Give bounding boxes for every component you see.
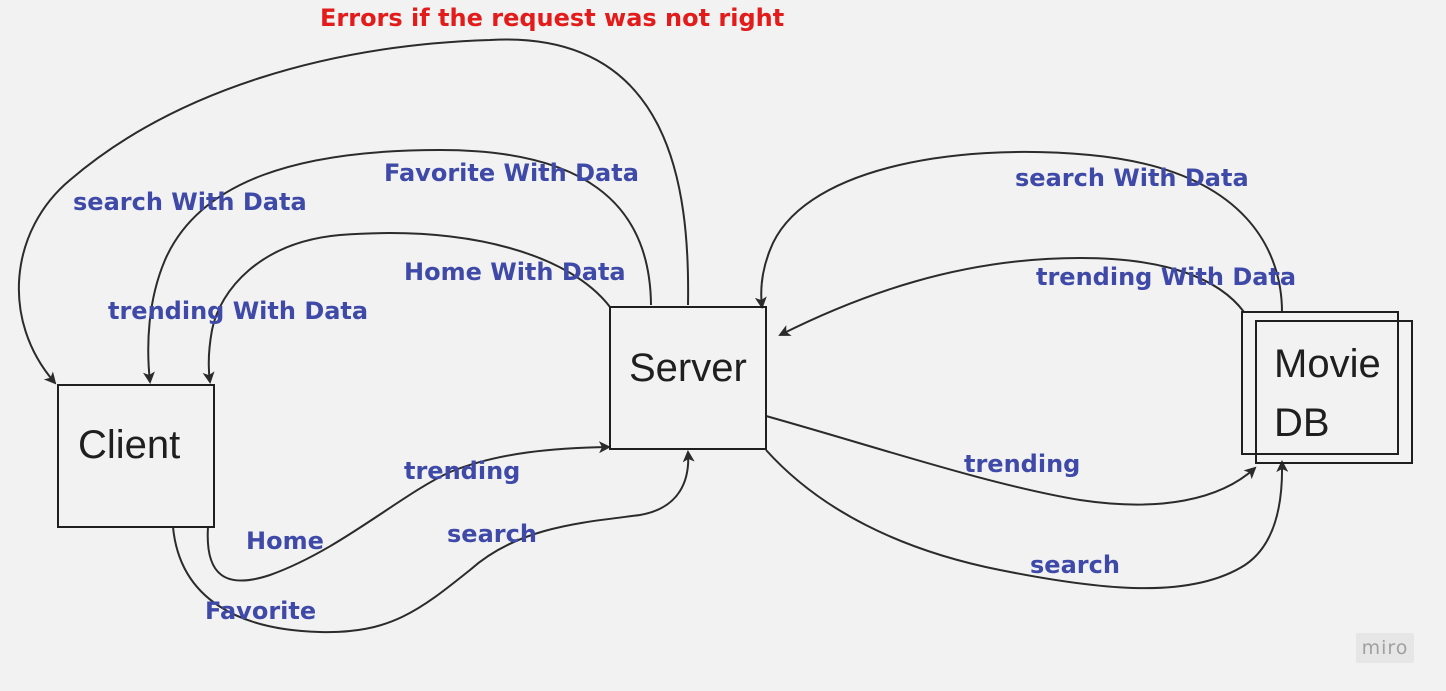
- server-node[interactable]: [609, 306, 767, 450]
- client-node[interactable]: [57, 384, 215, 528]
- client-label: Client: [78, 423, 180, 467]
- favorite-with-data-label: Favorite With Data: [384, 159, 639, 187]
- moviedb-label-line1: Movie: [1274, 342, 1381, 386]
- moviedb-node[interactable]: [1241, 311, 1413, 464]
- moviedb-node-outer-frame: [1255, 320, 1413, 464]
- edge-home: [206, 441, 611, 582]
- search-client-label: search: [447, 520, 537, 548]
- server-label: Server: [629, 346, 747, 390]
- edge-favorite: [172, 450, 695, 634]
- moviedb-node-inner-frame: [1241, 311, 1399, 455]
- miro-watermark: miro: [1356, 633, 1414, 663]
- trending-with-data-client-label: trending With Data: [108, 297, 368, 325]
- search-with-data-server-label: search With Data: [1015, 164, 1249, 192]
- trending-server-label: trending: [964, 450, 1080, 478]
- home-with-data-label: Home With Data: [404, 258, 626, 286]
- errors-label: Errors if the request was not right: [320, 4, 784, 32]
- edge-trending-server: [765, 415, 1257, 506]
- favorite-label: Favorite: [205, 597, 316, 625]
- edge-favorite-with-data: [142, 148, 652, 384]
- edge-search-server: [765, 449, 1289, 590]
- edge-errors: [17, 38, 690, 385]
- edge-home-with-data: [202, 232, 611, 384]
- edge-search-with-data-server: [754, 150, 1283, 313]
- trending-with-data-server-label: trending With Data: [1036, 263, 1296, 291]
- trending-client-label: trending: [404, 457, 520, 485]
- search-server-label: search: [1030, 551, 1120, 579]
- edge-trending-with-data-server: [778, 256, 1245, 336]
- moviedb-label-line2: DB: [1274, 401, 1330, 445]
- home-label: Home: [246, 527, 324, 555]
- search-with-data-client-label: search With Data: [73, 188, 307, 216]
